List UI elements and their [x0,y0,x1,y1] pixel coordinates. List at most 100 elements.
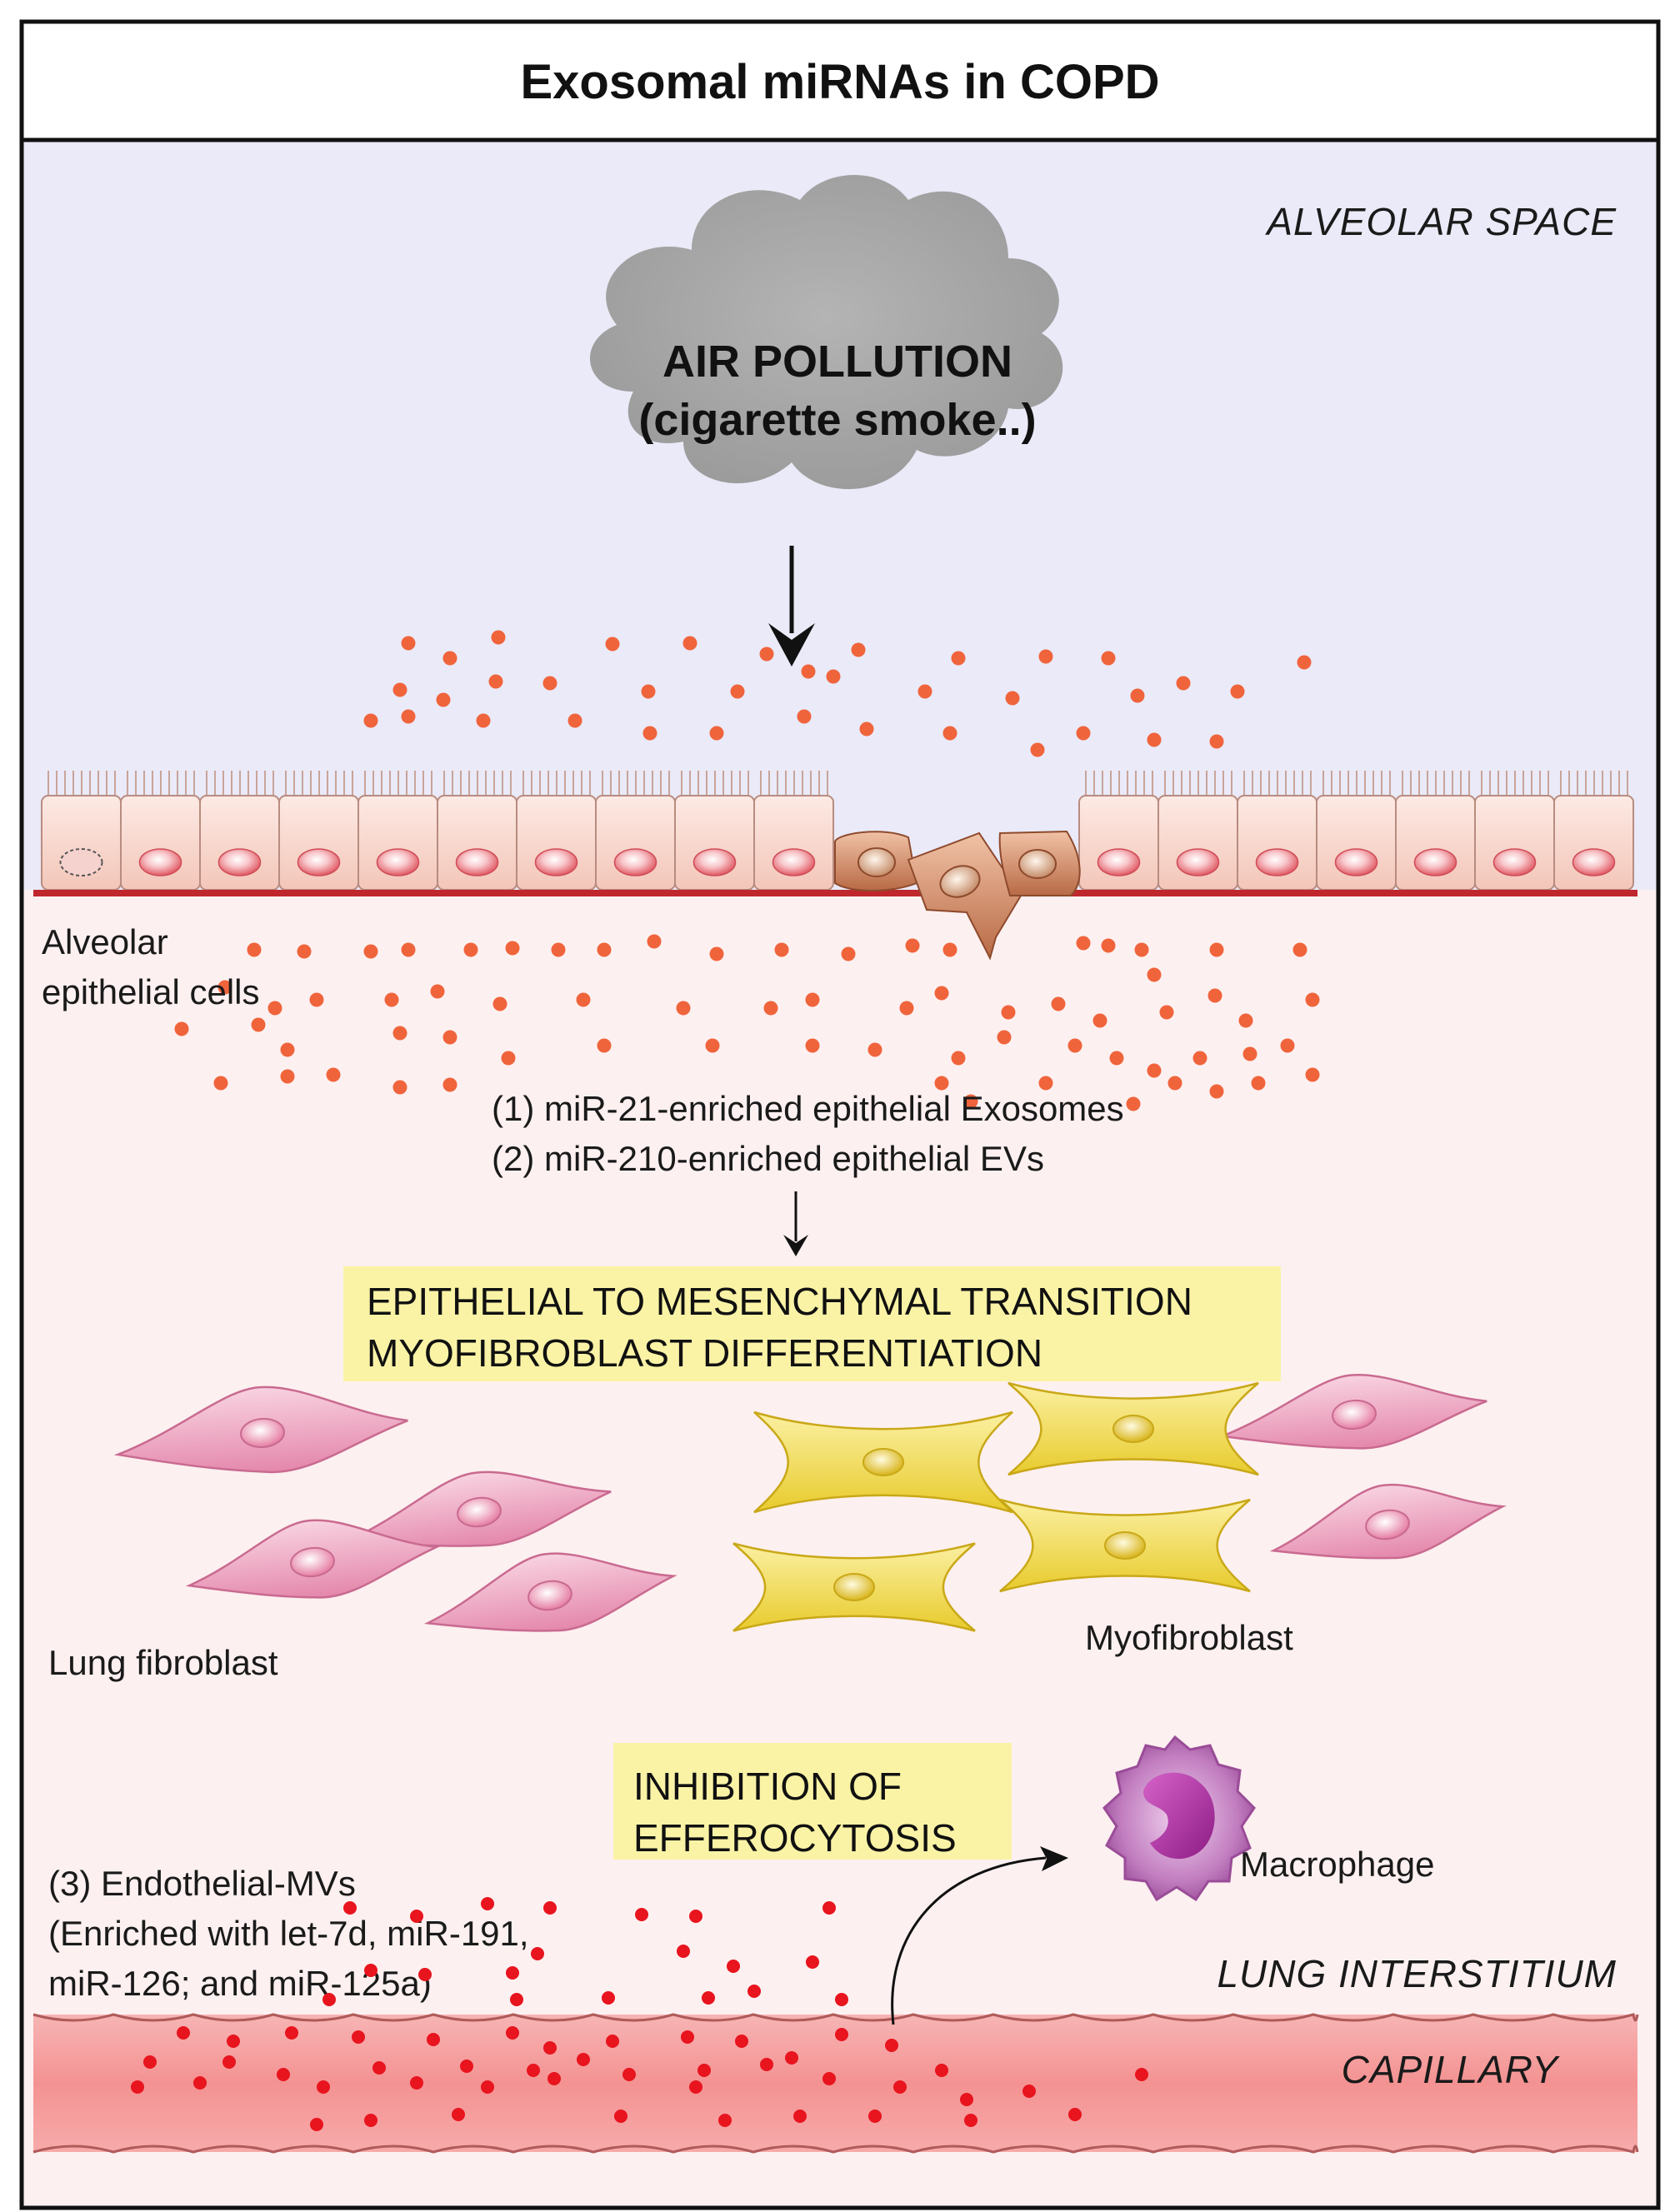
emt-label: EPITHELIAL TO MESENCHYMAL TRANSITION [367,1280,1192,1323]
exosome-dot [942,942,958,957]
microvesicle-dot [364,1964,378,1977]
exosome-dot [1109,1051,1124,1066]
microvesicle-dot [822,2072,836,2085]
myofibroblast-cell [732,1542,976,1632]
microvesicle-dot [702,1991,715,2005]
microvesicle-dot [227,2035,240,2048]
microvesicle-dot [193,2076,207,2090]
epithelial-cell [595,771,676,891]
fibroblast-cell [113,1386,408,1474]
exosome-dot [805,992,820,1007]
capillary-vessel [32,2013,1639,2154]
exosome-dot [501,1051,516,1066]
microvesicle-dot [960,2093,973,2106]
microvesicle-dot [677,1945,690,1958]
exosome-dot [384,992,399,1007]
exosome-dot [1001,1005,1016,1020]
microvesicle-dot [835,2028,848,2041]
endothelial-mv-mirna-line1: (Enriched with let-7d, miR-191, [48,1914,529,1953]
alveolar-space-label: ALVEOLAR SPACE [1264,200,1617,243]
exosome-dot [401,709,416,724]
exosome-dot [1076,726,1091,741]
microvesicle-dot [689,1910,702,1923]
epithelial-cell [199,771,280,891]
microvesicle-dot [543,2041,557,2055]
microvesicle-dot [785,2051,798,2065]
exosome-dot [934,1076,949,1091]
exosome-dot [951,1051,966,1066]
exosome-dot [442,651,458,666]
microvesicle-dot [343,1901,357,1915]
exosome-dot [401,636,416,651]
exosome-dot [1305,1067,1320,1082]
exosome-dot [576,992,591,1007]
exosome-dot [430,984,445,999]
outer-frame [19,19,1661,2210]
myofibroblast-differentiation-label: MYOFIBROBLAST DIFFERENTIATION [367,1331,1042,1375]
epithelial-cell [1553,771,1634,891]
lung-fibroblasts [113,1374,1507,1632]
microvesicle-dot [510,1993,523,2006]
microvesicle-dot [481,1897,494,1910]
epithelial-cell [1474,771,1555,891]
capillary-label: CAPILLARY [1342,2048,1561,2091]
microvesicle-dot [606,2035,619,2048]
exosome-dot [247,942,262,957]
microvesicle-dot [698,2064,711,2077]
exosome-dot [218,980,232,995]
microvesicle-dot [689,2080,702,2094]
exosome-dot [401,942,416,957]
exosome-dot [1192,1051,1208,1066]
exosome-dot [1101,938,1116,953]
lung-interstitium-label: LUNG INTERSTITIUM [1217,1952,1617,1995]
microvesicle-dot [143,2055,157,2069]
exosome-dot [1076,936,1091,951]
exosome-dot [488,674,503,689]
exosome-dot [1251,1076,1266,1091]
microvesicle-dot [277,2068,290,2081]
microvesicle-dot [427,2033,440,2046]
exosome-dot [505,941,520,956]
exosome-dot [1209,1084,1224,1099]
microvesicle-dots [131,1897,1148,2131]
efferocytosis-label: EFFEROCYTOSIS [633,1816,957,1860]
exosome-dot [641,684,656,699]
microvesicle-dot [410,1910,423,1923]
exosome-dot [905,938,920,953]
pollution-arrow [768,546,815,667]
microvesicle-dot [452,2108,465,2121]
exosome-dot [1147,732,1162,747]
exosome-dot [859,722,874,737]
exosome-dot [597,1038,612,1053]
microvesicle-dot [222,2055,236,2069]
exosome-dots [174,630,1320,1111]
exosome-dot [1038,1076,1053,1091]
microvesicle-dot [760,2058,773,2071]
microvesicle-dot [822,1901,836,1915]
microvesicle-dot [806,1955,819,1969]
exosome-dot [1280,1038,1295,1053]
microvesicle-dot [727,1960,740,1973]
exosome-dot [805,1038,820,1053]
exosome-dot [774,942,789,957]
exosome-dot [392,1080,408,1095]
exosome-dot [280,1069,295,1084]
epithelial-label-line2: epithelial cells [42,972,259,1011]
exosome-dot [841,946,856,961]
exosome-dot [1159,1005,1174,1020]
exosome-dot [309,992,324,1007]
exosome-dot [899,1001,914,1016]
microvesicle-dot [748,1985,761,1998]
emt-arrow [783,1191,808,1256]
microvesicle-dot [531,1947,544,1960]
fibroblast-cell [1218,1374,1488,1450]
exosome-dot [647,934,662,949]
microvesicle-dot [793,2110,807,2123]
microvesicle-dot [310,2118,323,2131]
title-bar [22,22,1658,140]
efferocytosis-arrow [891,1846,1068,2025]
exosome-dot [705,1038,720,1053]
exosome-dot [801,664,816,679]
microvesicle-dot [460,2060,473,2073]
air-pollution-label: AIR POLLUTION [662,337,1012,387]
